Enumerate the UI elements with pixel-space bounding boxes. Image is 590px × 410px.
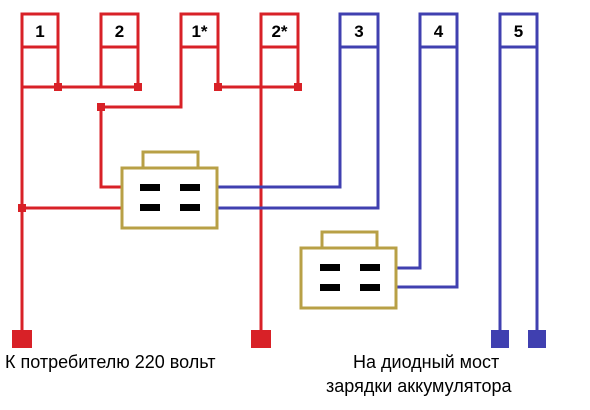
connector-pin [320, 284, 340, 291]
terminal-t5: 5 [498, 12, 539, 49]
terminal-t1: 1 [20, 12, 60, 49]
terminal-label: 2 [115, 22, 124, 41]
junction-dot [214, 83, 222, 91]
junction-dot [97, 103, 105, 111]
wire-terminal-5 [498, 47, 539, 335]
output-plug-bridge [491, 330, 509, 348]
terminal-box [418, 12, 459, 49]
connector-upper [120, 150, 219, 230]
output-plug-consumer [12, 330, 32, 348]
junction-dot [134, 83, 142, 91]
connector-lower-body [299, 246, 398, 310]
connector-pin [140, 204, 160, 211]
junction-dots [18, 83, 302, 212]
caption-bridge-line1: На диодный мост [353, 352, 499, 372]
terminal-label: 3 [354, 22, 363, 41]
terminal-box [259, 12, 300, 49]
blue-wiring [200, 47, 539, 335]
terminal-t1s: 1* [179, 12, 220, 49]
terminal-label: 1* [191, 22, 207, 41]
connector-lower [299, 230, 398, 310]
connector-upper-tab [141, 150, 200, 171]
terminal-box [179, 12, 220, 49]
terminal-label: 5 [514, 22, 523, 41]
terminal-label: 1 [35, 22, 44, 41]
terminal-t4: 4 [418, 12, 459, 49]
caption-consumer: К потребителю 220 вольт [5, 352, 215, 372]
terminal-box [338, 12, 380, 49]
wire-terminal-1 [20, 15, 60, 335]
terminal-t2s: 2* [259, 12, 300, 49]
connector-pin [140, 184, 160, 191]
connector-pin [320, 264, 340, 271]
connector-upper-body [120, 166, 219, 230]
terminal-box [20, 12, 60, 49]
terminal-box [498, 12, 539, 49]
output-plugs [12, 330, 546, 348]
wire-terminal-1s-right [216, 47, 300, 89]
connector-pin [360, 264, 380, 271]
wire-terminal-2 [99, 47, 140, 89]
terminal-label: 4 [434, 22, 444, 41]
connector-pin [360, 284, 380, 291]
junction-dot [294, 83, 302, 91]
terminal-boxes: 1 2 1* 2* 3 4 5 [20, 12, 539, 49]
connector-pin [180, 184, 200, 191]
junction-dot [54, 83, 62, 91]
junction-dot [18, 204, 26, 212]
caption-bridge-line2: зарядки аккумулятора [326, 376, 513, 396]
terminal-box [99, 12, 140, 49]
terminal-label: 2* [271, 22, 287, 41]
output-plug-consumer [251, 330, 271, 348]
terminal-t3: 3 [338, 12, 380, 49]
terminal-t2: 2 [99, 12, 140, 49]
output-plug-bridge [528, 330, 546, 348]
wire-terminal-3 [200, 47, 380, 210]
connector-pin [180, 204, 200, 211]
connector-lower-tab [320, 230, 379, 251]
